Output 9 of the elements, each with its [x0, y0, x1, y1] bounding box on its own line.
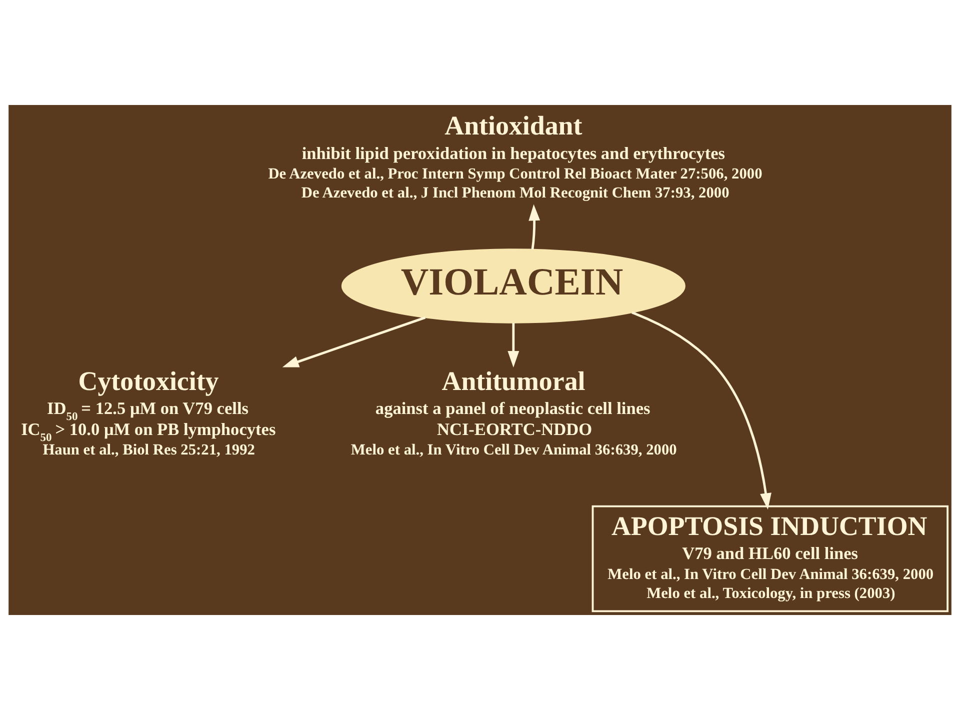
node-text: Antioxidant inhibit lipid peroxidation in hepatocytes and erythrocytes De Azevedo et al., Proc Intern Symp Control Rel Bioact Mater 27:506, 2000 De Azevedo et al., J Incl Phenom Mol Recognit Chem 37:93, 2000	[268, 110, 762, 202]
arrow	[528, 204, 540, 250]
arrow	[632, 311, 772, 510]
node-box: APOPTOSIS INDUCTION V79 and HL60 cell lines Melo et al., In Vitro Cell Dev Animal 36:639, 2000 Melo et al., Toxicology, in press (2003)	[592, 505, 949, 612]
arrow	[508, 322, 520, 368]
node-text: Cytotoxicity ID$_{50}$ = 12.5 μM on V79 cells IC$_{50}$ > 10.0 μM on PB lymphocytes Haun et al., Biol Res 25:21, 1992	[21, 366, 276, 459]
node-ellipse: VIOLACEIN	[341, 248, 686, 324]
arrow	[282, 316, 426, 368]
node-text: Antitumoral against a panel of neoplastic cell lines NCI-EORTC-NDDO Melo et al., In Vitro Cell Dev Animal 36:639, 2000	[350, 366, 677, 459]
